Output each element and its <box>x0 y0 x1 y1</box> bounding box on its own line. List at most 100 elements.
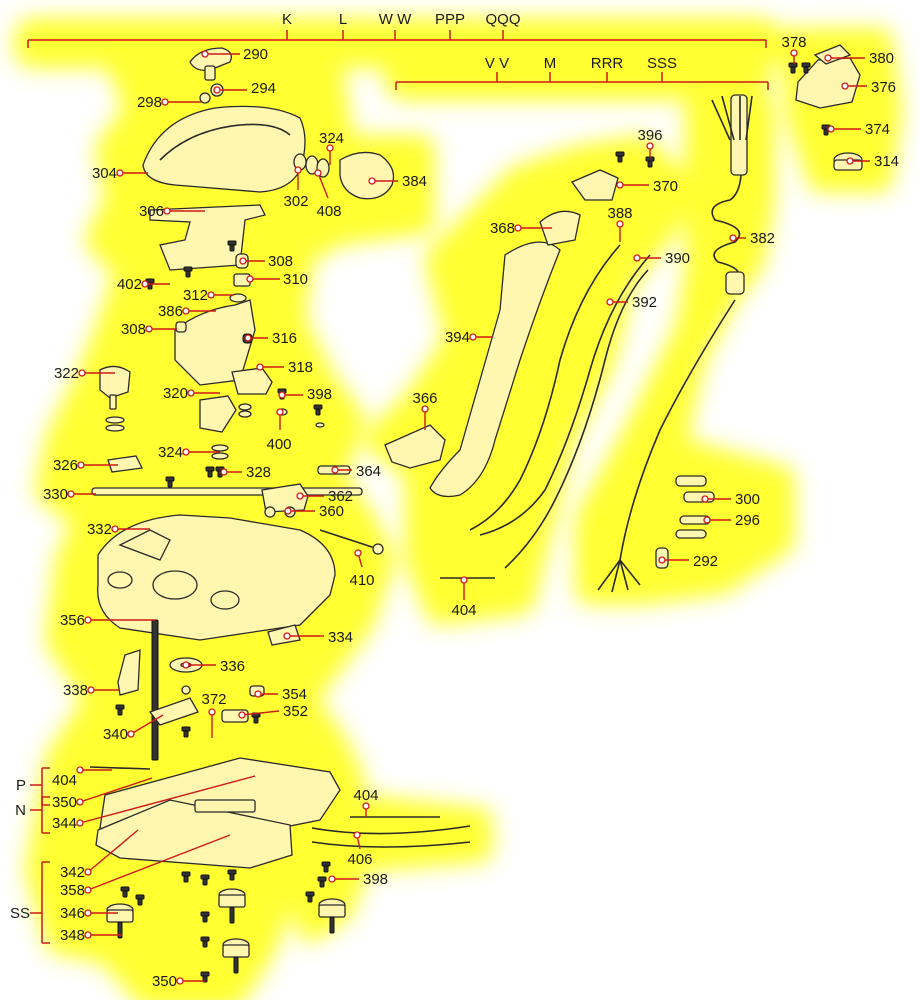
leader-dot-p296 <box>703 516 711 524</box>
spring-324b <box>211 452 229 460</box>
module-350 <box>194 799 256 813</box>
leader-dot-p354 <box>254 690 262 698</box>
part-label-p404b: 404 <box>353 787 378 804</box>
leader-p340 <box>130 714 164 735</box>
stud-348 <box>229 906 235 924</box>
part-label-p334: 334 <box>328 629 353 646</box>
nut-298 <box>199 92 211 104</box>
sleeve-300b <box>683 491 715 503</box>
leader-dot-p290 <box>201 50 209 58</box>
leader-dot-p376 <box>841 82 849 90</box>
leader-dot-p370 <box>616 181 624 189</box>
part-label-p368: 368 <box>490 220 515 237</box>
screw-head <box>321 861 331 867</box>
leader-dot-p398a <box>278 391 286 399</box>
screw-head <box>615 151 625 157</box>
part-label-p382: 382 <box>750 230 775 247</box>
part-label-p370: 370 <box>653 178 678 195</box>
spring <box>238 410 252 418</box>
part-label-p296: 296 <box>735 512 760 529</box>
screw-head <box>181 871 191 877</box>
part-label-p332: 332 <box>87 521 112 538</box>
second-group-label-2: RRR <box>591 55 624 72</box>
screw-head <box>200 971 210 977</box>
foot-body <box>222 944 250 958</box>
screw-head <box>183 266 193 272</box>
part-label-p310: 310 <box>283 271 308 288</box>
leader-dot-p348 <box>84 931 92 939</box>
second-group-label-3: SSS <box>647 55 677 72</box>
part-label-p324a: 324 <box>319 130 344 147</box>
part-label-p400: 400 <box>266 436 291 453</box>
second-group-label-1: M <box>544 55 557 72</box>
part-label-p304: 304 <box>92 165 117 182</box>
fitting-368 <box>539 210 581 246</box>
clip-380 <box>813 44 852 65</box>
leader-dot-p374 <box>827 125 835 133</box>
part-label-p352: 352 <box>283 703 308 720</box>
screw-head <box>205 466 215 472</box>
leader-dot-p410 <box>354 549 362 557</box>
base-housing-332 <box>97 514 336 641</box>
group-ss-label: SS <box>10 905 30 922</box>
screw-head <box>227 240 237 246</box>
cord-fan <box>597 559 641 593</box>
leader-dot-p344 <box>76 819 84 827</box>
leader-p344 <box>79 775 256 824</box>
leader-dot-p336 <box>182 661 190 669</box>
top-group-label-2: W W <box>379 11 412 28</box>
cord-lead-down <box>619 299 736 561</box>
part-label-p384: 384 <box>402 173 427 190</box>
second-group-label-0: V V <box>485 55 509 72</box>
part-label-p404a: 404 <box>52 772 77 789</box>
leader-dot-p386 <box>182 307 190 315</box>
leader-dot-p334 <box>283 632 291 640</box>
part-label-p392: 392 <box>632 294 657 311</box>
part-label-p356: 356 <box>60 612 85 629</box>
leader-dot-p294 <box>213 86 221 94</box>
part-label-p388: 388 <box>607 205 632 222</box>
leader-dot-p338 <box>87 686 95 694</box>
part-label-p354: 354 <box>282 686 307 703</box>
part-label-p358: 358 <box>60 882 85 899</box>
leader-dot-p392 <box>606 298 614 306</box>
part-label-p402: 402 <box>117 276 142 293</box>
sleeve-296b <box>675 529 707 539</box>
leader-dot-p358 <box>84 886 92 894</box>
leader-dot-p304 <box>116 169 124 177</box>
leader-dot-p368 <box>514 224 522 232</box>
leader-p358 <box>87 834 231 891</box>
leader-dot-p366 <box>421 405 429 413</box>
leader-dot-p388 <box>616 220 624 228</box>
leader-dot-p400 <box>276 408 284 416</box>
leader-dot-p372 <box>208 708 216 716</box>
screw-head <box>165 476 175 482</box>
leader-p352 <box>241 710 280 716</box>
plate-326 <box>107 455 143 473</box>
part-312 <box>229 293 247 303</box>
top-group-label-1: L <box>339 11 347 28</box>
part-label-p378: 378 <box>781 34 806 51</box>
part-label-p326: 326 <box>53 457 78 474</box>
leader-dot-p352 <box>238 711 246 719</box>
leader-dot-p316 <box>244 334 252 342</box>
part-label-p360: 360 <box>319 503 344 520</box>
screw-head <box>227 869 237 875</box>
part-label-p396: 396 <box>637 127 662 144</box>
part-label-p342: 342 <box>60 864 85 881</box>
part-label-p406: 406 <box>347 851 372 868</box>
leader-dot-p330 <box>67 490 75 498</box>
foot-body <box>218 894 246 908</box>
screw-head <box>313 404 323 410</box>
part-label-p376: 376 <box>871 79 896 96</box>
part-label-p308a: 308 <box>268 253 293 270</box>
leader-dot-p394 <box>469 333 477 341</box>
part-label-p322: 322 <box>54 365 79 382</box>
top-group-label-3: PPP <box>435 11 465 28</box>
part-label-p344: 344 <box>52 815 77 832</box>
leader-dot-p378 <box>790 49 798 57</box>
cable-356 <box>151 619 159 761</box>
leader-dot-p380 <box>824 54 832 62</box>
